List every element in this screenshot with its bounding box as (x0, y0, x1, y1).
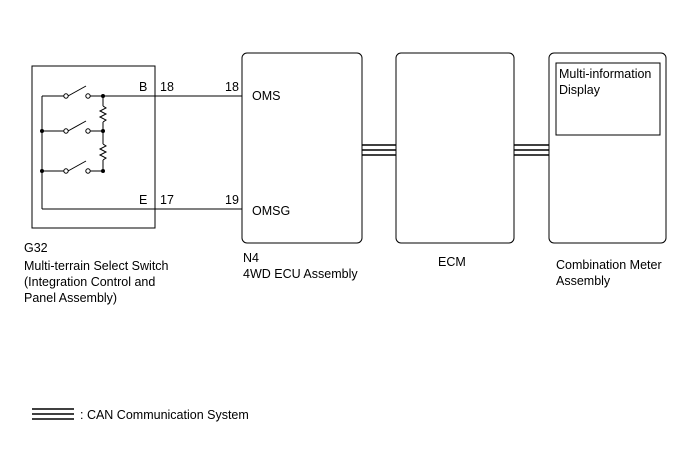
ecu-4wd-box (241, 52, 363, 244)
switch-unit-name-line-2: (Integration Control and (24, 275, 155, 289)
switch-terminal-e-name: E (139, 193, 147, 207)
display-label-line-1: Multi-information (559, 67, 651, 81)
switch-terminal-b-pin: 18 (160, 80, 174, 94)
ecm-box (395, 52, 515, 244)
ecu-terminal-oms-name: OMS (252, 89, 280, 103)
ecu-terminal-omsg-name: OMSG (252, 204, 290, 218)
switch-unit-name-line-1: Multi-terrain Select Switch (24, 259, 169, 273)
legend-can-symbol (32, 408, 74, 420)
junction-dots (40, 94, 105, 173)
ecu-4wd-code: N4 (243, 251, 259, 265)
ecu-4wd-name: 4WD ECU Assembly (243, 267, 358, 281)
switch-terminal-b-name: B (139, 80, 147, 94)
multi-information-display-box (555, 62, 661, 136)
switch-internal-circuit (41, 85, 155, 210)
display-label-line-2: Display (559, 83, 601, 97)
ecm-name: ECM (438, 255, 466, 269)
can-bus-ecm-meter (514, 144, 549, 156)
combination-meter-name-line-1: Combination Meter (556, 258, 662, 272)
switch-unit-code: G32 (24, 241, 48, 255)
can-bus-ecu-ecm (362, 144, 396, 156)
combination-meter-name-line-2: Assembly (556, 274, 611, 288)
ecu-terminal-omsg-pin: 19 (225, 193, 239, 207)
legend-text: : CAN Communication System (80, 408, 249, 422)
ecu-terminal-oms-pin: 18 (225, 80, 239, 94)
switch-unit-box (31, 65, 156, 229)
switch-contacts (63, 93, 91, 174)
switch-terminal-e-pin: 17 (160, 193, 174, 207)
switch-unit-name-line-3: Panel Assembly) (24, 291, 117, 305)
combination-meter-box (548, 52, 667, 244)
